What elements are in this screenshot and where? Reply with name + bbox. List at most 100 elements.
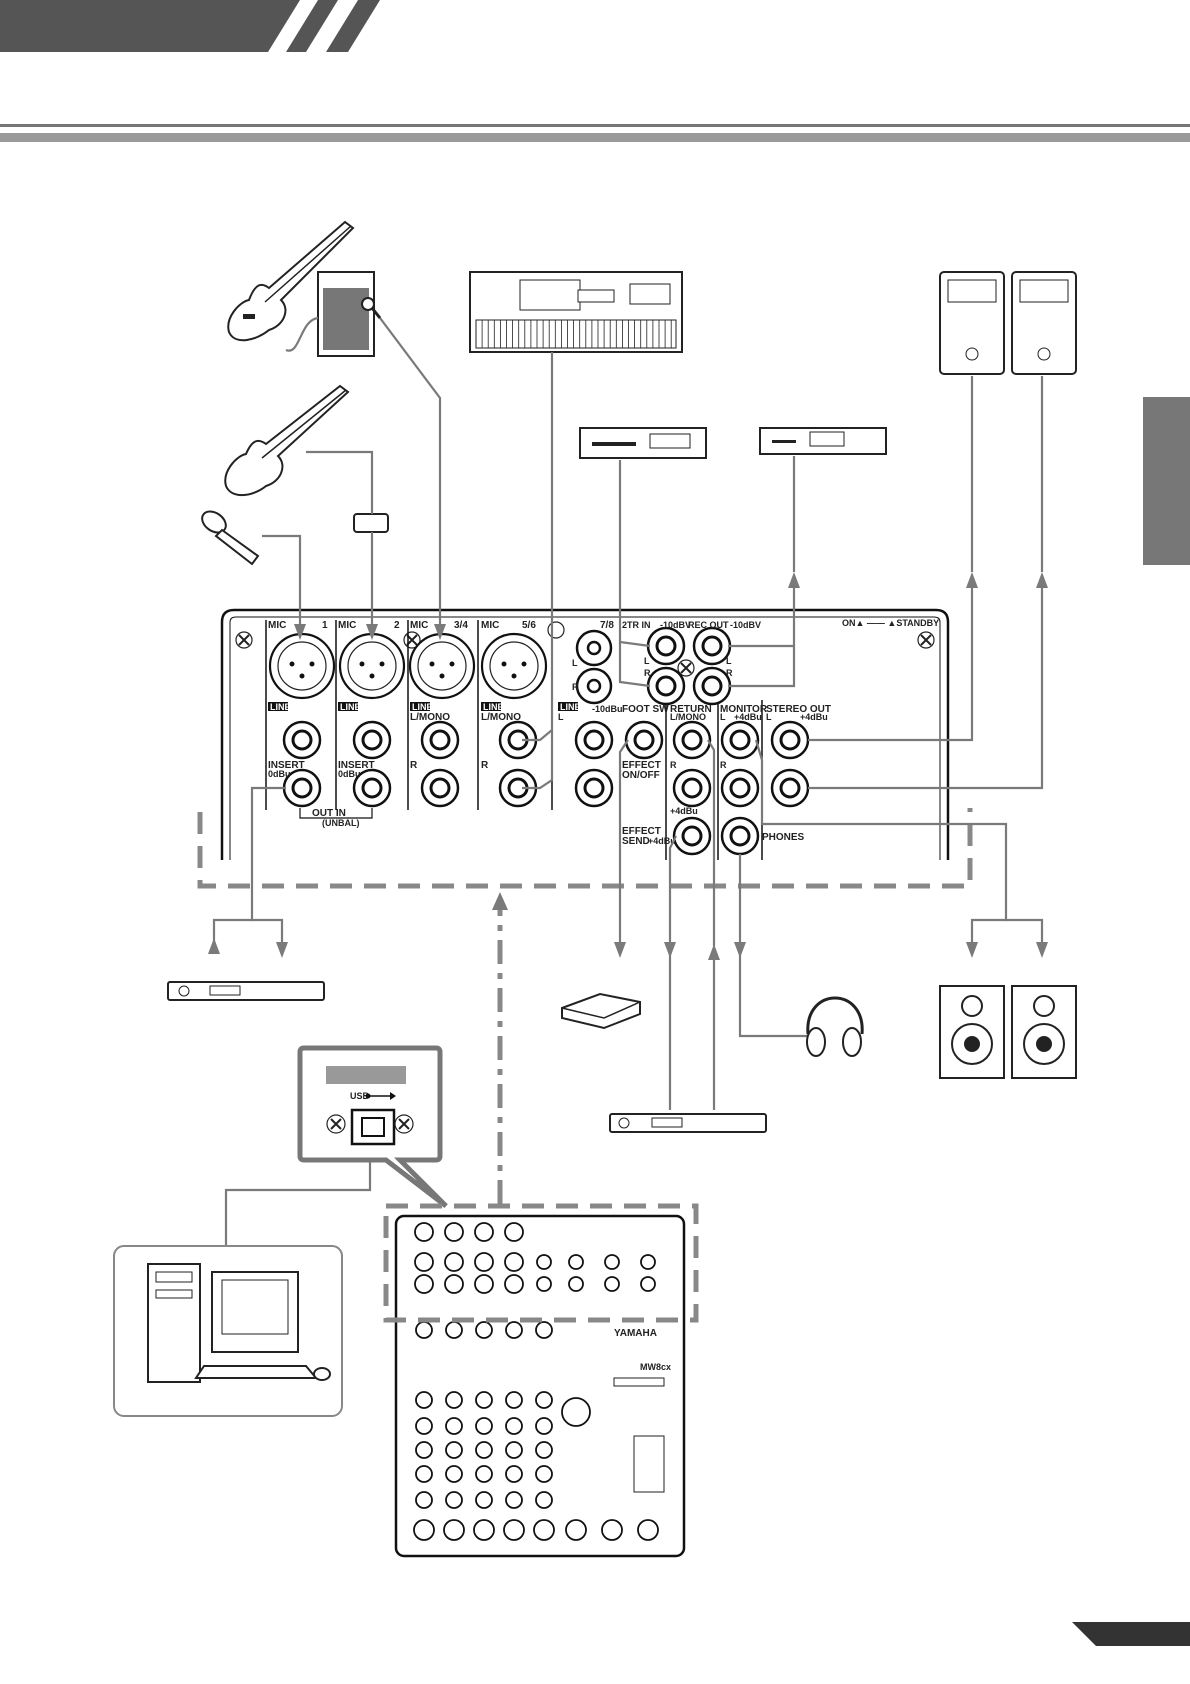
mic-input-56-xlr[interactable] [480, 632, 548, 700]
mixer-knob[interactable] [445, 1491, 463, 1509]
mixer-input-jack[interactable] [640, 1276, 656, 1292]
mixer-input-jack[interactable] [504, 1252, 524, 1272]
insert-2-jack[interactable] [352, 768, 392, 808]
mixer-input-jack[interactable] [414, 1274, 434, 1294]
mixer-input-jack[interactable] [536, 1276, 552, 1292]
label-effect-send-2: SEND [622, 836, 650, 847]
mixer-knob[interactable] [535, 1417, 553, 1435]
rear-panel: MIC 1 MIC 2 MIC 3/4 MIC 5/6 7/8 L R 2TR … [220, 608, 950, 860]
mixer-knob[interactable] [415, 1465, 433, 1483]
line-input-2-jack[interactable] [352, 720, 392, 760]
label-ch-1: 1 [322, 620, 328, 631]
mixer-knob[interactable] [535, 1441, 553, 1459]
mixer-level-knob[interactable] [413, 1519, 435, 1541]
mixer-input-jack[interactable] [444, 1222, 464, 1242]
mixer-knob[interactable] [445, 1321, 463, 1339]
label-stereo-plus4: +4dBu [800, 712, 828, 722]
mixer-input-jack[interactable] [444, 1274, 464, 1294]
label-return-r: R [670, 760, 677, 770]
mixer-level-knob[interactable] [601, 1519, 623, 1541]
mixer-input-jack[interactable] [474, 1222, 494, 1242]
usb-label: USB [350, 1091, 370, 1101]
mixer-knob[interactable] [475, 1491, 493, 1509]
label-lmono-34: L/MONO [410, 712, 450, 723]
mixer-knob[interactable] [505, 1417, 523, 1435]
rca-jack-2tr-in-l[interactable] [646, 626, 686, 666]
return-l-jack[interactable] [672, 720, 712, 760]
mixer-level-knob[interactable] [503, 1519, 525, 1541]
mixer-effect-knob[interactable] [561, 1397, 591, 1427]
mixer-input-jack[interactable] [474, 1274, 494, 1294]
mixer-knob[interactable] [505, 1321, 523, 1339]
mixer-input-jack[interactable] [414, 1252, 434, 1272]
mixer-input-jack[interactable] [444, 1252, 464, 1272]
foot-switch-jack[interactable] [624, 720, 664, 760]
mic-input-1-xlr[interactable] [268, 632, 336, 700]
label-foot-sw: FOOT SW [622, 704, 669, 715]
line-input-78-r-jack[interactable] [574, 768, 614, 808]
label-2tr-in: 2TR IN [622, 620, 651, 630]
mixer-level-knob[interactable] [473, 1519, 495, 1541]
mixer-knob[interactable] [475, 1441, 493, 1459]
line-input-34-l-jack[interactable] [420, 720, 460, 760]
mixer-knob[interactable] [415, 1491, 433, 1509]
rca-jack-2tr-in-r[interactable] [646, 666, 686, 706]
mixer-knob[interactable] [415, 1417, 433, 1435]
mixer-knob[interactable] [475, 1391, 493, 1409]
stereo-out-l-jack[interactable] [770, 720, 810, 760]
mixer-knob[interactable] [445, 1441, 463, 1459]
stereo-out-r-jack[interactable] [770, 768, 810, 808]
mixer-knob[interactable] [505, 1441, 523, 1459]
mic-input-34-xlr[interactable] [408, 632, 476, 700]
page-header [0, 0, 1190, 142]
mixer-input-jack[interactable] [640, 1254, 656, 1270]
rca-jack-78-l[interactable] [575, 629, 613, 667]
phones-jack[interactable] [720, 816, 760, 856]
mixer-input-jack[interactable] [568, 1254, 584, 1270]
mixer-knob[interactable] [505, 1391, 523, 1409]
mixer-level-knob[interactable] [637, 1519, 659, 1541]
mixer-knob[interactable] [475, 1417, 493, 1435]
mixer-level-knob[interactable] [565, 1519, 587, 1541]
mixer-knob[interactable] [445, 1391, 463, 1409]
effect-send-jack[interactable] [672, 816, 712, 856]
mixer-knob[interactable] [475, 1465, 493, 1483]
line-input-78-l-jack[interactable] [574, 720, 614, 760]
rca-jack-78-r[interactable] [575, 667, 613, 705]
mixer-knob[interactable] [535, 1491, 553, 1509]
mixer-knob[interactable] [415, 1441, 433, 1459]
label-monitor-r: R [720, 760, 727, 770]
mixer-input-jack[interactable] [504, 1222, 524, 1242]
line-input-34-r-jack[interactable] [420, 768, 460, 808]
mixer-input-jack[interactable] [414, 1222, 434, 1242]
mixer-knob[interactable] [445, 1417, 463, 1435]
rca-jack-rec-out-r[interactable] [692, 666, 732, 706]
mixer-level-knob[interactable] [533, 1519, 555, 1541]
monitor-r-jack[interactable] [720, 768, 760, 808]
mixer-input-jack[interactable] [604, 1276, 620, 1292]
mixer-input-jack[interactable] [474, 1252, 494, 1272]
mixer-knob[interactable] [415, 1391, 433, 1409]
mic-input-2-xlr[interactable] [338, 632, 406, 700]
mixer-knob[interactable] [505, 1465, 523, 1483]
mixer-input-jack[interactable] [568, 1276, 584, 1292]
line-input-1-jack[interactable] [282, 720, 322, 760]
mixer-input-jack[interactable] [536, 1254, 552, 1270]
mixer-level-knob[interactable] [443, 1519, 465, 1541]
label-2tr-r: R [644, 668, 651, 678]
mixer-knob[interactable] [535, 1465, 553, 1483]
return-r-jack[interactable] [672, 768, 712, 808]
mixer-knob[interactable] [445, 1465, 463, 1483]
mixer-knob[interactable] [505, 1491, 523, 1509]
rca-jack-rec-out-l[interactable] [692, 626, 732, 666]
mixer-input-jack[interactable] [504, 1274, 524, 1294]
mixer-knob[interactable] [475, 1321, 493, 1339]
insert-1-jack[interactable] [282, 768, 322, 808]
monitor-l-jack[interactable] [720, 720, 760, 760]
mixer-knob[interactable] [415, 1321, 433, 1339]
mixer-knob[interactable] [535, 1321, 553, 1339]
label-line-78: LINE [560, 702, 581, 712]
mixer-knob[interactable] [535, 1391, 553, 1409]
label-phones: PHONES [762, 832, 805, 843]
mixer-input-jack[interactable] [604, 1254, 620, 1270]
